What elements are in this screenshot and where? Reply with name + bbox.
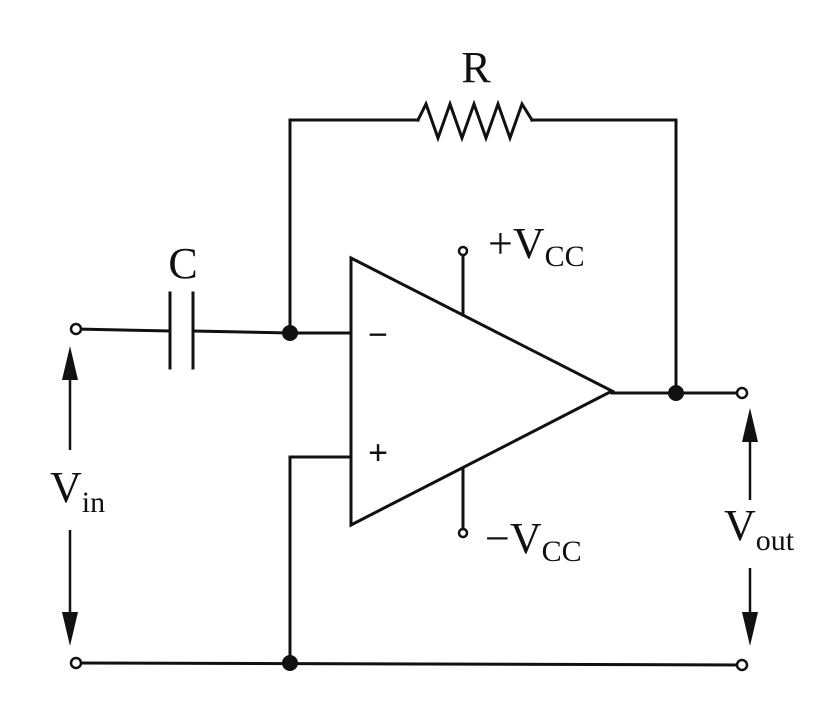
vin-arrow-up-head bbox=[62, 346, 78, 380]
vout-bottom-terminal bbox=[735, 658, 749, 672]
noninverting-input-sign: + bbox=[368, 434, 388, 472]
capacitor-label: C bbox=[168, 239, 197, 288]
feedback-wire-left bbox=[288, 118, 420, 335]
op-amp-triangle bbox=[349, 255, 616, 528]
vcc-negative-label: −VCC bbox=[485, 514, 582, 568]
vcc-positive-label: +VCC bbox=[488, 219, 585, 273]
vin-arrow-down-head bbox=[62, 612, 78, 646]
noninverting-input-wire bbox=[288, 455, 353, 665]
inverting-input-sign: − bbox=[368, 316, 388, 354]
resistor-label: R bbox=[461, 43, 491, 92]
capacitor-to-node-wire bbox=[191, 329, 292, 335]
inverting-node-dot bbox=[282, 325, 298, 341]
vout-arrow-down-head bbox=[742, 612, 758, 646]
vout-top-terminal bbox=[735, 386, 749, 400]
vcc-negative-terminal bbox=[457, 527, 469, 539]
ground-node-dot bbox=[282, 655, 298, 671]
vout-label: Vout bbox=[724, 501, 795, 557]
resistor-symbol bbox=[415, 99, 535, 143]
input-wire bbox=[74, 327, 172, 333]
output-node-dot bbox=[668, 385, 684, 401]
vin-top-terminal bbox=[69, 322, 83, 336]
vin-label: Vin bbox=[50, 463, 105, 519]
vin-bottom-terminal bbox=[69, 656, 83, 670]
vout-arrow-up-head bbox=[742, 408, 758, 442]
vcc-positive-terminal bbox=[457, 245, 469, 257]
feedback-wire-right bbox=[530, 118, 678, 395]
ground-wire bbox=[74, 661, 744, 667]
